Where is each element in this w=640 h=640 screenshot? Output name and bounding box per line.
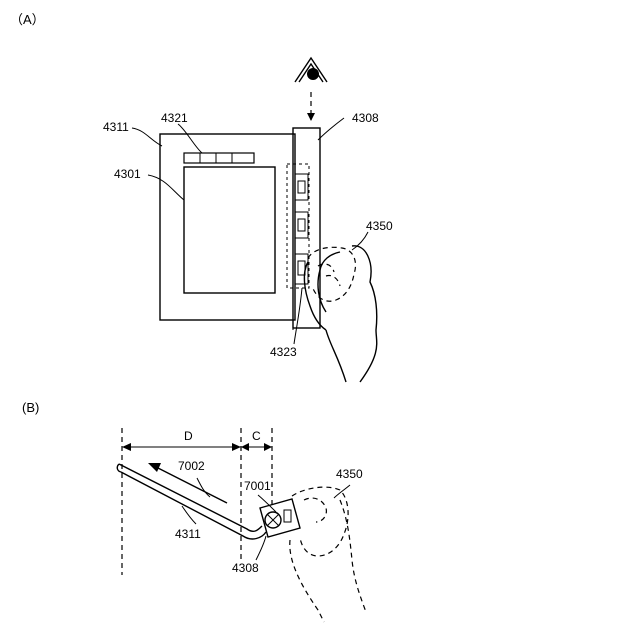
- ref-7001: 7001: [244, 479, 271, 493]
- hand-4350: [304, 246, 376, 382]
- dimension-c-label: C: [252, 429, 261, 443]
- dimension-d-label: D: [184, 429, 193, 443]
- hand-4350-section: [290, 487, 366, 622]
- leader-4308-b: [256, 536, 266, 560]
- ref-4350: 4350: [366, 219, 393, 233]
- leader-4311: [132, 128, 162, 146]
- ref-4311: 4311: [103, 120, 129, 134]
- panel-a: （A）: [10, 12, 393, 382]
- side-button-2: [295, 212, 308, 238]
- leader-4308: [318, 118, 344, 140]
- side-button-1: [295, 174, 308, 200]
- leader-4350-b: [334, 485, 350, 498]
- ref-4308-b: 4308: [232, 561, 259, 575]
- ref-4350-b: 4350: [336, 467, 363, 481]
- slide-arrow-7002: [158, 468, 227, 503]
- light-receiving-strip-4321: [184, 153, 254, 163]
- ref-7002: 7002: [178, 459, 205, 473]
- leader-4321: [178, 124, 202, 153]
- display-portion-4301: [184, 167, 275, 293]
- ref-4323: 4323: [270, 345, 297, 359]
- eye-icon: [295, 58, 327, 82]
- panel-b-label: (B): [22, 400, 39, 415]
- housing-4308-section: [260, 499, 300, 537]
- leader-4301: [148, 175, 184, 200]
- ref-4301: 4301: [114, 167, 141, 181]
- ref-4321: 4321: [161, 111, 188, 125]
- housing-4308: [293, 128, 320, 328]
- leader-4311-b: [182, 506, 196, 524]
- ref-4308: 4308: [352, 111, 379, 125]
- panel-a-label: （A）: [10, 12, 45, 27]
- ref-4311-b: 4311: [175, 527, 201, 541]
- side-button-3: [295, 254, 308, 284]
- panel-b: (B) D C: [22, 400, 366, 622]
- sensor-7001: [284, 510, 291, 522]
